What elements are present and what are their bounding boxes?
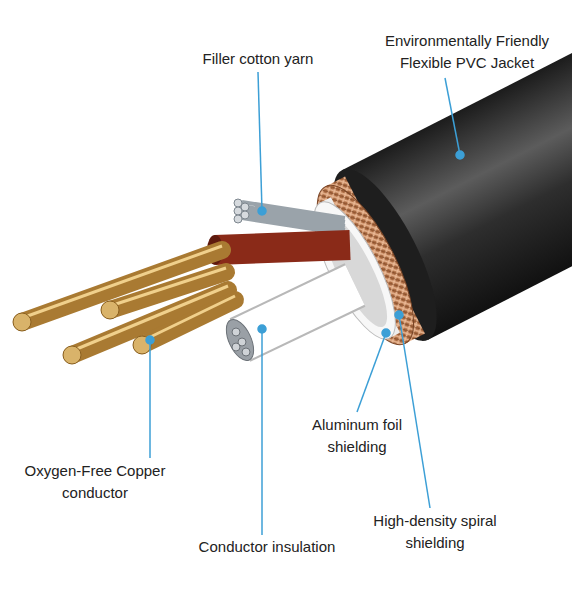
braid-end — [299, 173, 432, 357]
callout-label: Environmentally Friendly Flexible PVC Ja… — [372, 30, 562, 74]
leader-lines — [146, 72, 464, 535]
copper-bundle — [142, 300, 235, 345]
red-insulation — [215, 245, 350, 250]
copper-tip — [63, 346, 81, 364]
conductor-insulation — [240, 285, 355, 340]
leader-dot — [258, 325, 266, 333]
leader-dot — [456, 151, 464, 159]
callout-label: Filler cotton yarn — [178, 48, 338, 70]
leader-line — [149, 340, 151, 458]
leader-dot — [395, 311, 403, 319]
leader-line — [258, 72, 262, 211]
callout-label: High-density spiral shielding — [360, 510, 510, 554]
leader-dot — [382, 329, 390, 337]
callout-label: Aluminum foil shielding — [297, 414, 417, 458]
callout-label: Oxygen-Free Copper conductor — [15, 460, 175, 504]
leader-line — [261, 329, 263, 535]
filler-end — [241, 211, 249, 219]
copper-highlight — [110, 268, 226, 306]
leader-dot — [258, 207, 266, 215]
insulation-edge — [240, 285, 355, 340]
silver-strand — [242, 348, 250, 356]
white-wire — [221, 285, 355, 365]
copper-highlight — [142, 296, 235, 341]
leader-line — [445, 78, 460, 155]
leader-line — [357, 333, 386, 412]
copper-tip — [13, 313, 31, 331]
filler-end — [241, 203, 249, 211]
filler-yarn — [234, 199, 345, 234]
leader-line — [399, 315, 430, 508]
copper-conductors — [13, 246, 235, 364]
insulation-end — [221, 315, 260, 364]
silver-strand — [232, 343, 240, 351]
leader-dot — [146, 336, 154, 344]
copper-tip — [101, 301, 119, 319]
filler-strands — [240, 202, 345, 234]
callout-label: Conductor insulation — [167, 536, 367, 558]
silver-strand — [232, 328, 240, 336]
